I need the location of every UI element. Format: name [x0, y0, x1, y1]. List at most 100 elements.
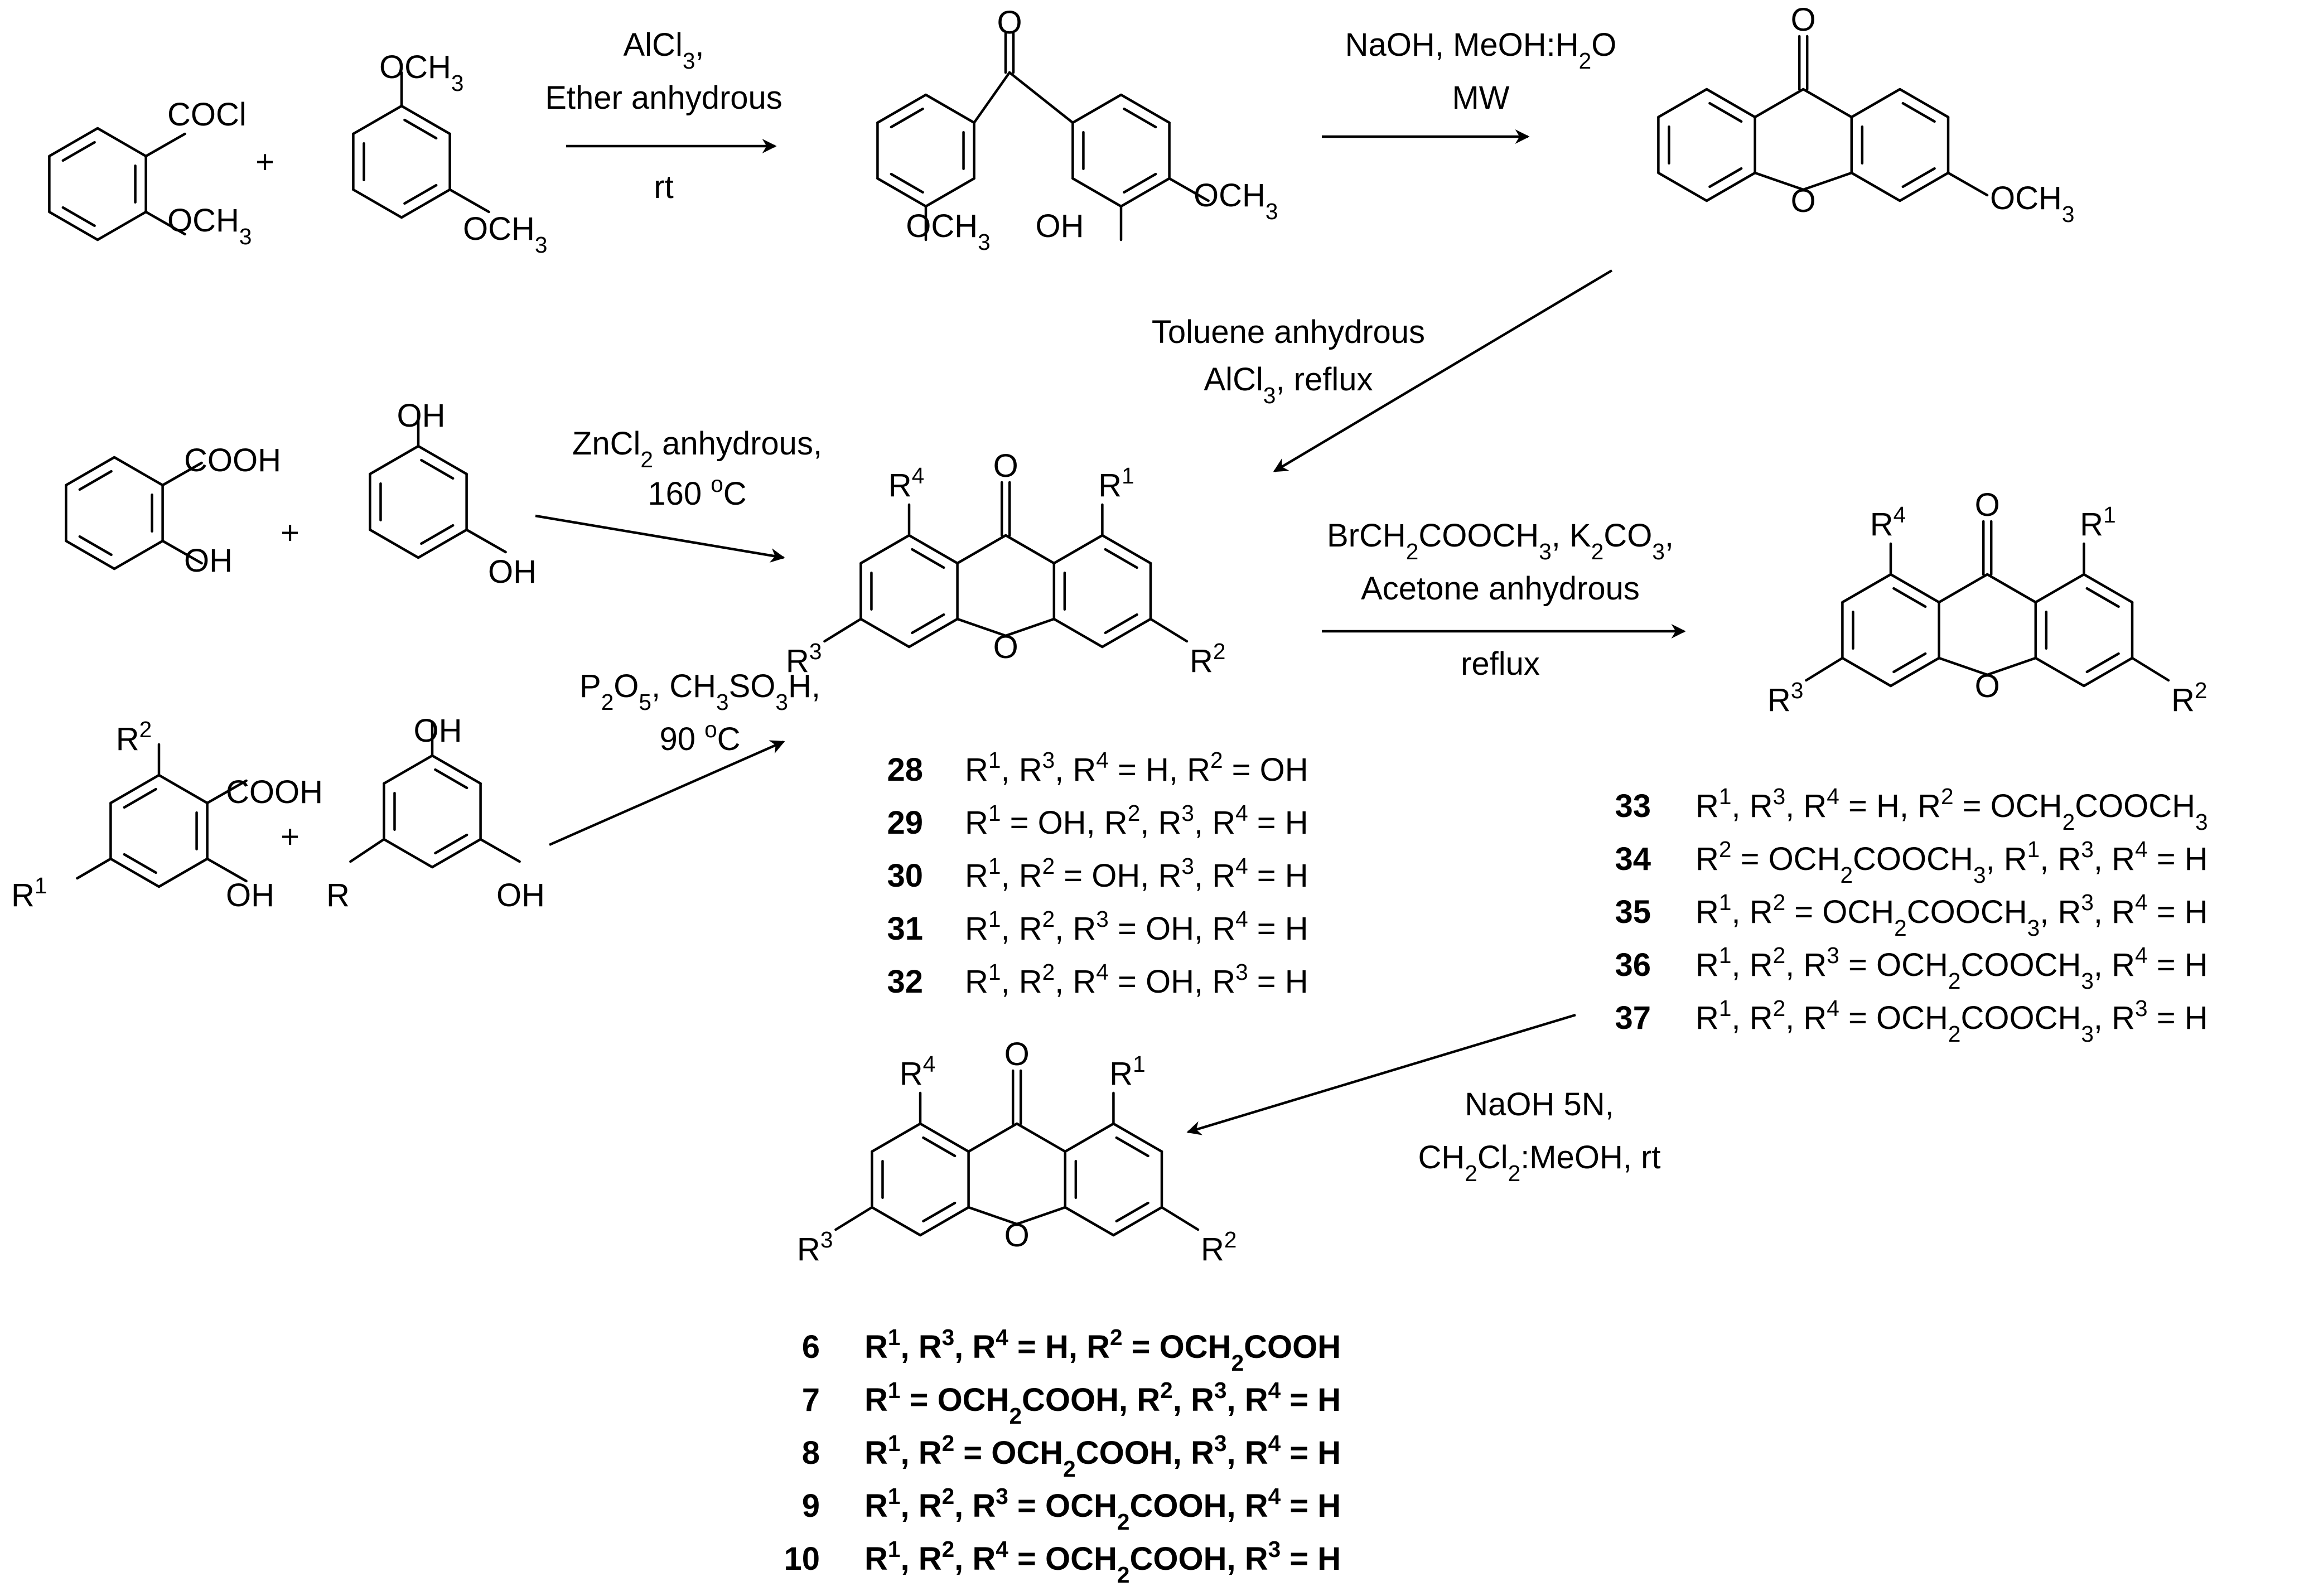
- condition-160c: 160 oC: [648, 471, 746, 512]
- bond: [973, 71, 1011, 124]
- core-b-ring-oxygen: O: [1975, 668, 2000, 704]
- cooh-label: COOH: [226, 774, 323, 810]
- xanth1-left-double: [1708, 101, 1743, 123]
- condition-zncl2: ZnCl2 anhydrous,: [572, 425, 822, 472]
- ring-p1a-double: [890, 172, 924, 194]
- core-b-left-bond: [1841, 656, 1892, 688]
- xanth1-left-bond: [1705, 88, 1756, 119]
- cmpd-b-id-37: 37: [1615, 1000, 1651, 1036]
- cmpd-c-desc-9: R1, R2, R3 = OCH2COOH, R4 = H: [864, 1483, 1341, 1535]
- xanth1-bond: [1754, 88, 1805, 119]
- core-b-r4-label: R4: [1870, 502, 1906, 543]
- core-c-r2-label: R2: [1201, 1227, 1236, 1268]
- core-b-left-double: [1892, 587, 1927, 608]
- xanth1-right-bond: [1899, 171, 1950, 202]
- ring-salsub-bond: [157, 773, 209, 805]
- methoxy-label: OCH3: [463, 211, 547, 258]
- core-a-right-bond: [1052, 617, 1104, 649]
- substituent-bond: [144, 210, 186, 236]
- cmpd-a-desc-31: R1, R2, R3 = OH, R4 = H: [965, 906, 1308, 947]
- substituent-bond: [161, 539, 203, 565]
- core-c-carbonyl-o: O: [1004, 1036, 1030, 1072]
- cmpd-b-desc-37: R1, R2, R4 = OCH2COOCH3, R3 = H: [1696, 995, 2208, 1047]
- ring-phlor-double: [434, 768, 468, 790]
- cmpd-b-desc-34: R2 = OCH2COOCH3, R1, R3, R4 = H: [1696, 836, 2208, 888]
- core-a-bond: [956, 617, 1007, 637]
- ring-res-bond: [369, 528, 420, 559]
- substituent-bond: [1168, 177, 1210, 202]
- condition-naoh: NaOH, MeOH:H2O: [1345, 27, 1617, 74]
- ring-p1a-bond: [876, 177, 928, 208]
- core-a-left-double: [911, 613, 945, 635]
- ring-sal-double: [78, 470, 113, 491]
- cooh-label: COOH: [184, 442, 281, 478]
- xanth1-right-double: [1901, 101, 1936, 123]
- core-a-r4-label: R4: [888, 463, 924, 504]
- core-c-bond: [967, 1206, 1018, 1226]
- substituent-bond: [1160, 1206, 1200, 1231]
- core-c-left-bond: [871, 1122, 922, 1153]
- cmpd-c-desc-10: R1, R2, R4 = OCH2COOH, R3 = H: [864, 1536, 1341, 1588]
- arrow-step5: [1186, 1013, 1576, 1135]
- cmpd-a-desc-30: R1, R2 = OH, R3, R4 = H: [965, 853, 1308, 894]
- substituent-bond: [1149, 617, 1189, 643]
- ring-a1-bond: [96, 127, 147, 158]
- core-c-ring-oxygen: O: [1004, 1217, 1030, 1254]
- core-b-right-bond: [2083, 656, 2134, 688]
- condition-dcm-meoh: CH2Cl2:MeOH, rt: [1418, 1139, 1660, 1186]
- ring-salsub-bond: [109, 857, 161, 888]
- ring-a1-bond: [96, 210, 147, 241]
- ring-a1-bond: [48, 210, 99, 241]
- cmpd-b-id-35: 35: [1615, 894, 1651, 930]
- cmpd-b-desc-35: R1, R2 = OCH2COOCH3, R3, R4 = H: [1696, 889, 2208, 941]
- ring-phlor-double: [434, 833, 468, 855]
- cmpd-a-id-28: 28: [887, 752, 923, 788]
- arrow-step3: [1273, 269, 1613, 472]
- ring-sal-bond: [113, 456, 164, 487]
- core-c-bond: [1015, 1206, 1067, 1226]
- hydroxy-label: OH: [397, 398, 446, 434]
- substituent-bond: [448, 188, 490, 214]
- ring-salsub-bond: [109, 773, 161, 805]
- ring-b1-double: [403, 118, 438, 140]
- ring-p1b-bond: [1071, 177, 1123, 208]
- cmpd-c-desc-7: R1 = OCH2COOH, R2, R3, R4 = H: [864, 1377, 1341, 1429]
- ring-phlor-bond: [431, 754, 482, 785]
- ring-p1b-bond: [1071, 93, 1123, 124]
- condition-acetone: Acetone anhydrous: [1361, 570, 1640, 607]
- cmpd-c-id-7: 7: [802, 1382, 820, 1418]
- core-a-right-double: [1104, 548, 1138, 569]
- core-b-right-bond: [2034, 656, 2085, 688]
- core-a-right-double: [1104, 613, 1138, 635]
- cmpd-b-id-36: 36: [1615, 947, 1651, 983]
- cmpd-b-desc-33: R1, R3, R4 = H, R2 = OCH2COOCH3: [1696, 784, 2208, 835]
- condition-p2o5: P2O5, CH3SO3H,: [579, 668, 820, 715]
- substituent-bond: [1946, 171, 1989, 197]
- core-c-r4-label: R4: [900, 1051, 935, 1092]
- core-c-left-bond: [871, 1206, 922, 1237]
- core-c-right-double: [1115, 1136, 1149, 1158]
- substituent-bond: [206, 857, 248, 883]
- ring-phlor-bond: [383, 838, 434, 869]
- core-a-right-bond: [1101, 617, 1152, 649]
- hydroxy-label: OH: [488, 554, 537, 590]
- core-b-right-double: [2085, 587, 2120, 608]
- substituent-bond: [823, 617, 862, 643]
- core-c-right-bond: [1112, 1206, 1163, 1237]
- core-b-bond: [1986, 573, 2037, 604]
- core-a-bond: [1004, 534, 1056, 565]
- ring-p1a-bond: [924, 93, 975, 124]
- ring-salsub-bond: [157, 857, 209, 888]
- substituent-bond: [76, 857, 112, 880]
- core-b-left-bond: [1841, 573, 1892, 604]
- cmpd-a-id-32: 32: [887, 964, 923, 1000]
- core-c-r1-label: R1: [1109, 1051, 1145, 1092]
- xanth1-right-bond: [1850, 171, 1901, 202]
- ring-phlor-bond: [383, 754, 434, 785]
- ring-res-bond: [417, 444, 468, 476]
- core-b-left-double: [1892, 652, 1927, 674]
- cocl-label: COCl: [167, 96, 247, 133]
- ring-b1-bond: [352, 188, 403, 219]
- ring-p1b-bond: [1119, 177, 1171, 208]
